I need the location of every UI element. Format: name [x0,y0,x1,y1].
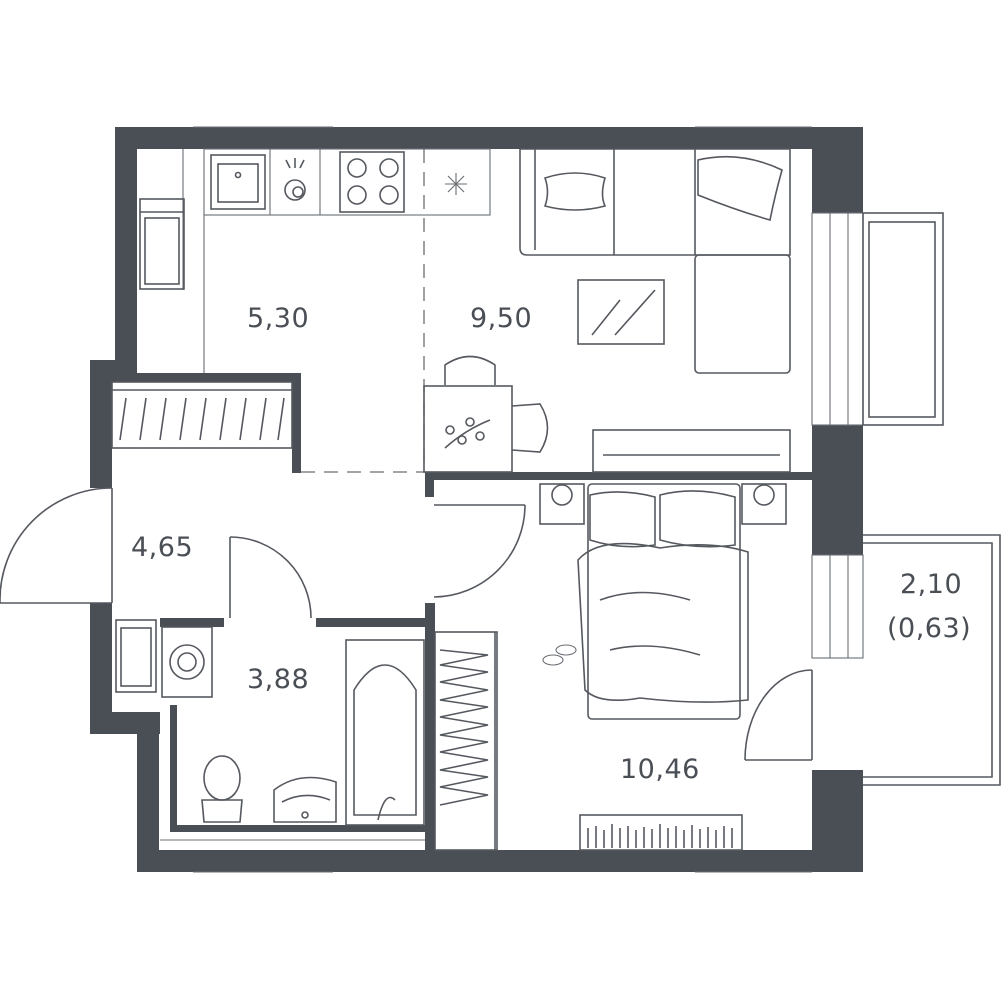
dishwasher-icon [284,158,306,201]
window-upper [811,212,864,426]
toilet-icon [201,755,243,823]
wall-outlines [160,126,812,873]
entry-door[interactable] [0,487,113,604]
walls [90,127,863,872]
bathroom-door[interactable] [229,536,312,619]
living-area-label: 9,50 [470,303,532,334]
balcony-door[interactable] [744,669,813,761]
bedroom-wardrobe [434,631,498,851]
bedroom-area-label: 10,46 [620,754,700,785]
kitchen-cabinet-left [139,198,185,290]
hall-area-label: 4,65 [131,532,193,563]
bathtub-icon [345,639,425,826]
stove-icon [339,151,405,213]
wardrobe-icon [111,381,293,449]
washbasin-icon [273,776,337,823]
kitchen-area-label: 5,30 [247,303,309,334]
bathroom-area-label: 3,88 [247,664,309,695]
tv-icon [577,279,665,345]
dining-table-icon [423,355,549,473]
zone-boundaries [301,149,425,473]
washing-machine-icon [115,619,213,698]
kitchen-counter [203,148,491,373]
balcony-area-label: 2,10 [900,569,962,600]
slippers-icon [542,644,577,666]
sofa-icon [519,148,791,374]
bed-icon [539,483,787,720]
bedroom-door[interactable] [433,504,526,598]
bookshelf-icon [579,814,743,851]
balcony-reduced-area-label: (0,63) [887,613,971,644]
window-lower [811,554,864,659]
fridge-icon [445,173,467,195]
tv-stand [592,429,791,473]
sink-icon [210,154,266,210]
balcony-lower [863,534,1001,786]
balcony-upper [862,212,944,426]
